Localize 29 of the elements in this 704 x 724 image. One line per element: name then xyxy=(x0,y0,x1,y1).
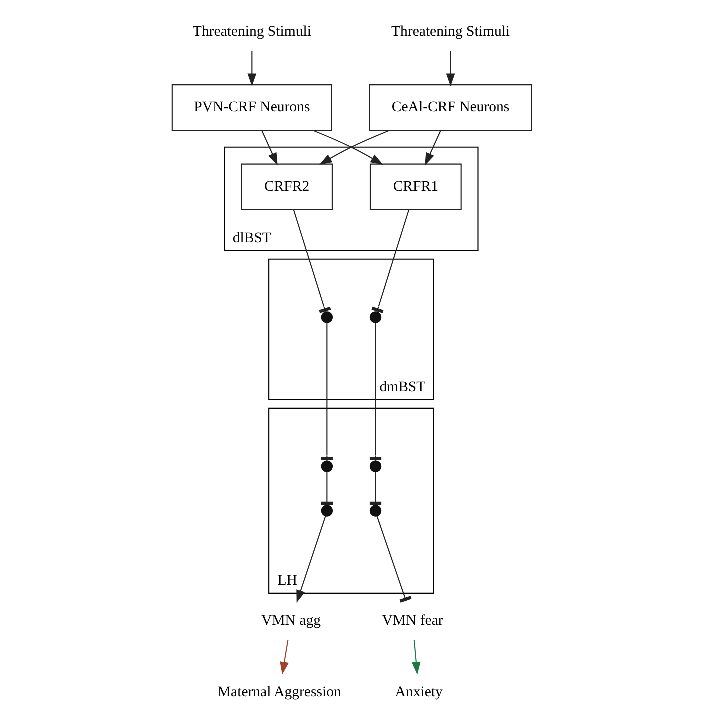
arrow xyxy=(446,50,456,86)
connector xyxy=(376,516,412,602)
arrow xyxy=(320,130,390,165)
arrow xyxy=(280,640,289,674)
node-text: Threatening Stimuli xyxy=(392,24,510,40)
node-circle xyxy=(321,504,334,516)
node-box: CeAl-CRF Neurons xyxy=(369,84,532,131)
node-circle xyxy=(370,504,382,516)
cluster: dmBST xyxy=(268,258,434,400)
node-box: CRFR1 xyxy=(370,163,462,210)
arrow xyxy=(412,640,421,674)
connector xyxy=(293,209,332,313)
node-text: Maternal Aggression xyxy=(218,684,342,700)
arrow xyxy=(296,516,326,603)
connector xyxy=(372,209,410,313)
arrow xyxy=(425,130,442,166)
node-circle xyxy=(321,460,334,472)
node-text: VMN fear xyxy=(382,612,444,628)
arrow xyxy=(313,130,384,165)
node-text: VMN agg xyxy=(262,612,321,628)
node-text: Anxiety xyxy=(395,684,443,700)
node-box: CRFR2 xyxy=(241,163,333,210)
node-circle xyxy=(370,311,382,323)
arrow xyxy=(248,50,257,86)
node-box: PVN-CRF Neurons xyxy=(172,84,332,131)
node-circle xyxy=(370,460,382,472)
arrow xyxy=(262,130,278,166)
node-circle xyxy=(321,311,334,323)
node-text: Threatening Stimuli xyxy=(192,24,312,40)
